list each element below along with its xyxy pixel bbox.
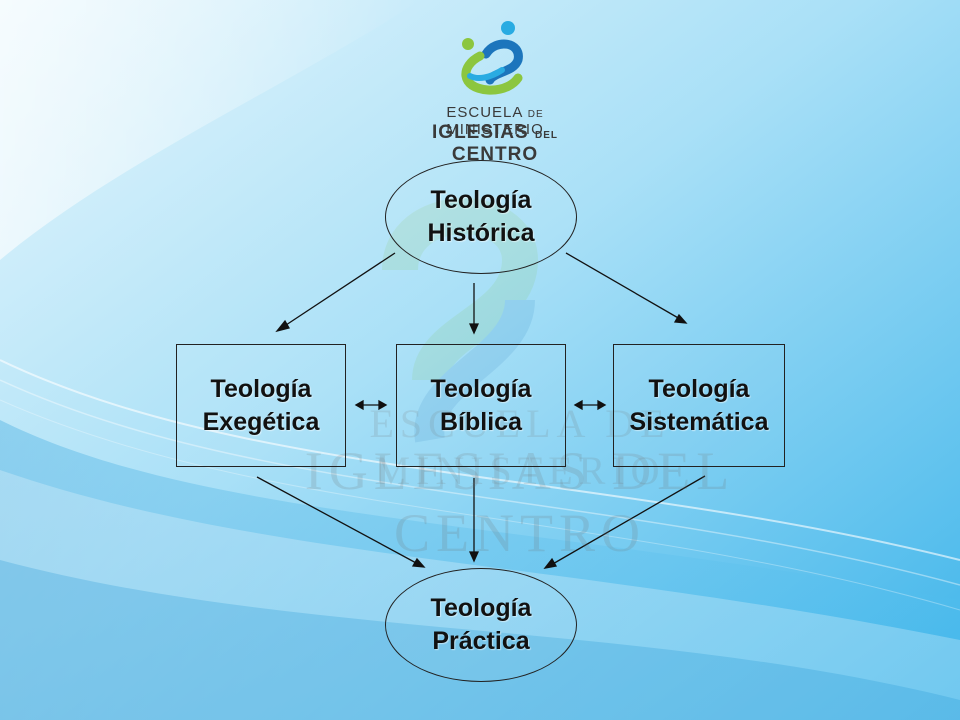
node-exegetica-line2: Exegética [202,407,320,436]
watermark-line2: IGLESIAS DEL CENTRO [304,441,736,563]
node-biblica-line1: Teología [430,374,532,403]
node-teologia-biblica: Teología Bíblica [396,344,566,467]
node-practica-line2: Práctica [432,627,530,655]
logo: ESCUELA DE MINISTERIO IGLESIAS DEL CENTR… [390,18,600,165]
logo-word-del: DEL [534,130,558,141]
logo-word-de: DE [527,109,544,120]
node-teologia-historica: Teología Histórica [385,160,577,274]
node-teologia-practica: Teología Práctica [385,568,577,682]
node-sistematica-line2: Sistemática [629,407,769,436]
logo-word-ministerio: MINISTERIO [446,121,544,138]
node-biblica-line2: Bíblica [440,407,522,436]
watermark-line1: ESCUELA DE MINISTERIO [369,401,671,493]
node-exegetica-line1: Teología [210,374,312,403]
node-historica-line2: Histórica [427,219,535,247]
node-teologia-sistematica: Teología Sistemática [613,344,785,467]
logo-mark-icon [461,21,523,95]
logo-text-line2: IGLESIAS DEL CENTRO [390,122,600,166]
logo-word-centro: CENTRO [451,144,539,165]
logo-word-escuela: ESCUELA [446,104,523,121]
logo-word-iglesias: IGLESIAS [432,122,529,143]
logo-text-line1: ESCUELA DE MINISTERIO [400,104,590,138]
node-historica-line1: Teología [430,186,532,214]
node-sistematica-line1: Teología [648,374,750,403]
node-practica-line1: Teología [430,594,532,622]
node-teologia-exegetica: Teología Exegética [176,344,346,467]
